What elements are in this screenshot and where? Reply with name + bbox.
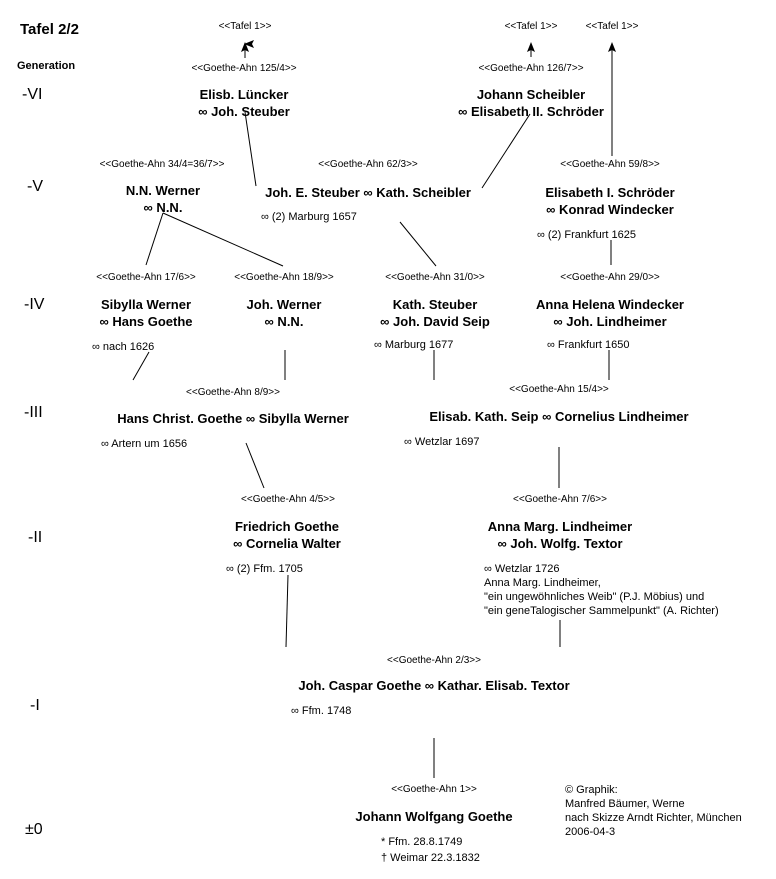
marriage-note: ∞ (2) Ffm. 1705	[226, 563, 303, 575]
tafel-link[interactable]: <<Tafel 1>>	[218, 21, 272, 32]
ancestor-couple: Kath. Steuber ∞ Joh. David Seip	[380, 296, 490, 330]
death-date: † Weimar 22.3.1832	[381, 852, 480, 864]
marriage-note: ∞ Wetzlar 1726 Anna Marg. Lindheimer, "e…	[484, 562, 719, 618]
marriage-note: ∞ (2) Marburg 1657	[261, 211, 357, 223]
ancestor-couple: Anna Helena Windecker ∞ Joh. Lindheimer	[536, 296, 684, 330]
ancestor-couple: Friedrich Goethe ∞ Cornelia Walter	[233, 518, 341, 552]
ancestor-ref[interactable]: <<Goethe-Ahn 34/4=36/7>>	[99, 159, 225, 170]
ancestor-couple: Joh. Werner ∞ N.N.	[247, 296, 322, 330]
generation-label: ±0	[25, 821, 43, 838]
ancestor-couple: Sibylla Werner ∞ Hans Goethe	[99, 296, 192, 330]
person-name: Friedrich Goethe	[234, 519, 340, 534]
person-name: Sibylla Werner	[100, 297, 192, 312]
ancestor-couple: Elisb. Lüncker ∞ Joh. Steuber	[198, 86, 290, 120]
generation-label: -VI	[22, 86, 43, 103]
ancestor-couple: N.N. Werner ∞ N.N.	[126, 182, 200, 216]
ancestor-ref[interactable]: <<Goethe-Ahn 8/9>>	[186, 387, 280, 398]
generation-label: -I	[30, 697, 40, 714]
ancestor-couple: Anna Marg. Lindheimer ∞ Joh. Wolfg. Text…	[488, 518, 632, 552]
spouse-name: ∞ N.N.	[143, 200, 183, 215]
marriage-note: ∞ Marburg 1677	[374, 339, 454, 351]
ancestor-ref[interactable]: <<Goethe-Ahn 4/5>>	[241, 494, 335, 505]
person-name: Elisb. Lüncker	[199, 87, 289, 102]
generation-label: -IV	[24, 296, 45, 313]
ancestor-ref[interactable]: <<Goethe-Ahn 7/6>>	[513, 494, 607, 505]
proband-name: Johann Wolfgang Goethe	[355, 809, 513, 824]
person-name: Anna Helena Windecker	[536, 297, 684, 312]
ancestor-couple: Elisab. Kath. Seip ∞ Cornelius Lindheime…	[429, 409, 689, 424]
credit-line: © Graphik:	[565, 784, 618, 796]
ancestor-couple: Hans Christ. Goethe ∞ Sibylla Werner	[117, 411, 349, 426]
tafel-link[interactable]: <<Tafel 1>>	[585, 21, 639, 32]
person-name: N.N. Werner	[125, 183, 201, 198]
marriage-note: ∞ Artern um 1656	[101, 438, 188, 450]
generation-label: -II	[28, 529, 43, 546]
spouse-name: ∞ Hans Goethe	[99, 314, 193, 329]
spouse-name: ∞ Joh. Steuber	[198, 104, 290, 119]
marriage-note: ∞ Wetzlar 1697	[404, 436, 480, 448]
person-name: Anna Marg. Lindheimer	[487, 519, 633, 534]
spouse-name: ∞ Joh. Lindheimer	[553, 314, 667, 329]
life-dates: * Ffm. 28.8.1749 † Weimar 22.3.1832	[381, 834, 480, 866]
spouse-name: ∞ Joh. David Seip	[380, 314, 490, 329]
note-line: "ein ungewöhnliches Weib" (P.J. Möbius) …	[484, 591, 705, 603]
birth-date: * Ffm. 28.8.1749	[381, 836, 463, 848]
credit-line: Manfred Bäumer, Werne	[565, 798, 685, 810]
ancestor-ref[interactable]: <<Goethe-Ahn 31/0>>	[385, 272, 485, 283]
generation-heading: Generation	[17, 60, 76, 72]
marriage-note: ∞ Ffm. 1748	[291, 705, 352, 717]
ancestor-ref[interactable]: <<Goethe-Ahn 62/3>>	[318, 159, 418, 170]
spouse-name: ∞ Elisabeth II. Schröder	[458, 104, 604, 119]
ancestor-ref[interactable]: <<Goethe-Ahn 59/8>>	[560, 159, 660, 170]
spouse-name: ∞ Konrad Windecker	[546, 202, 674, 217]
ancestor-couple: Johann Scheibler ∞ Elisabeth II. Schröde…	[458, 86, 604, 120]
tafel-link[interactable]: <<Tafel 1>>	[504, 21, 558, 32]
ancestor-ref[interactable]: <<Goethe-Ahn 17/6>>	[96, 272, 196, 283]
spouse-name: ∞ Joh. Wolfg. Textor	[497, 536, 623, 551]
person-name: Kath. Steuber	[392, 297, 478, 312]
note-line: Anna Marg. Lindheimer,	[484, 577, 601, 589]
person-name: Johann Scheibler	[476, 87, 586, 102]
ancestor-ref[interactable]: <<Goethe-Ahn 18/9>>	[234, 272, 334, 283]
generation-label: -III	[24, 404, 43, 421]
person-name: Joh. Werner	[246, 297, 322, 312]
ancestor-couple: Elisabeth I. Schröder ∞ Konrad Windecker	[545, 184, 674, 218]
ancestor-ref[interactable]: <<Goethe-Ahn 2/3>>	[387, 655, 481, 666]
marriage-note: ∞ nach 1626	[92, 341, 155, 353]
person-name: Elisabeth I. Schröder	[545, 185, 675, 200]
spouse-name: ∞ N.N.	[264, 314, 304, 329]
ancestor-ref[interactable]: <<Goethe-Ahn 15/4>>	[509, 384, 609, 395]
ancestor-couple: Joh. E. Steuber ∞ Kath. Scheibler	[265, 185, 471, 200]
ancestor-ref[interactable]: <<Goethe-Ahn 126/7>>	[478, 63, 584, 74]
page-title: Tafel 2/2	[20, 21, 79, 38]
marriage-note: ∞ (2) Frankfurt 1625	[537, 229, 636, 241]
ancestor-ref[interactable]: <<Goethe-Ahn 1>>	[391, 784, 477, 795]
note-line: ∞ Wetzlar 1726	[484, 563, 560, 575]
spouse-name: ∞ Cornelia Walter	[233, 536, 341, 551]
credits: © Graphik: Manfred Bäumer, Werne nach Sk…	[565, 783, 742, 839]
credit-line: 2006-04-3	[565, 826, 616, 838]
generation-label: -V	[27, 178, 43, 195]
marriage-note: ∞ Frankfurt 1650	[547, 339, 630, 351]
note-line: "ein geneTalogischer Sammelpunkt" (A. Ri…	[484, 605, 719, 617]
credit-line: nach Skizze Arndt Richter, München	[565, 812, 742, 824]
ancestor-ref[interactable]: <<Goethe-Ahn 29/0>>	[560, 272, 660, 283]
ancestor-couple: Joh. Caspar Goethe ∞ Kathar. Elisab. Tex…	[298, 678, 570, 693]
ancestor-ref[interactable]: <<Goethe-Ahn 125/4>>	[191, 63, 297, 74]
